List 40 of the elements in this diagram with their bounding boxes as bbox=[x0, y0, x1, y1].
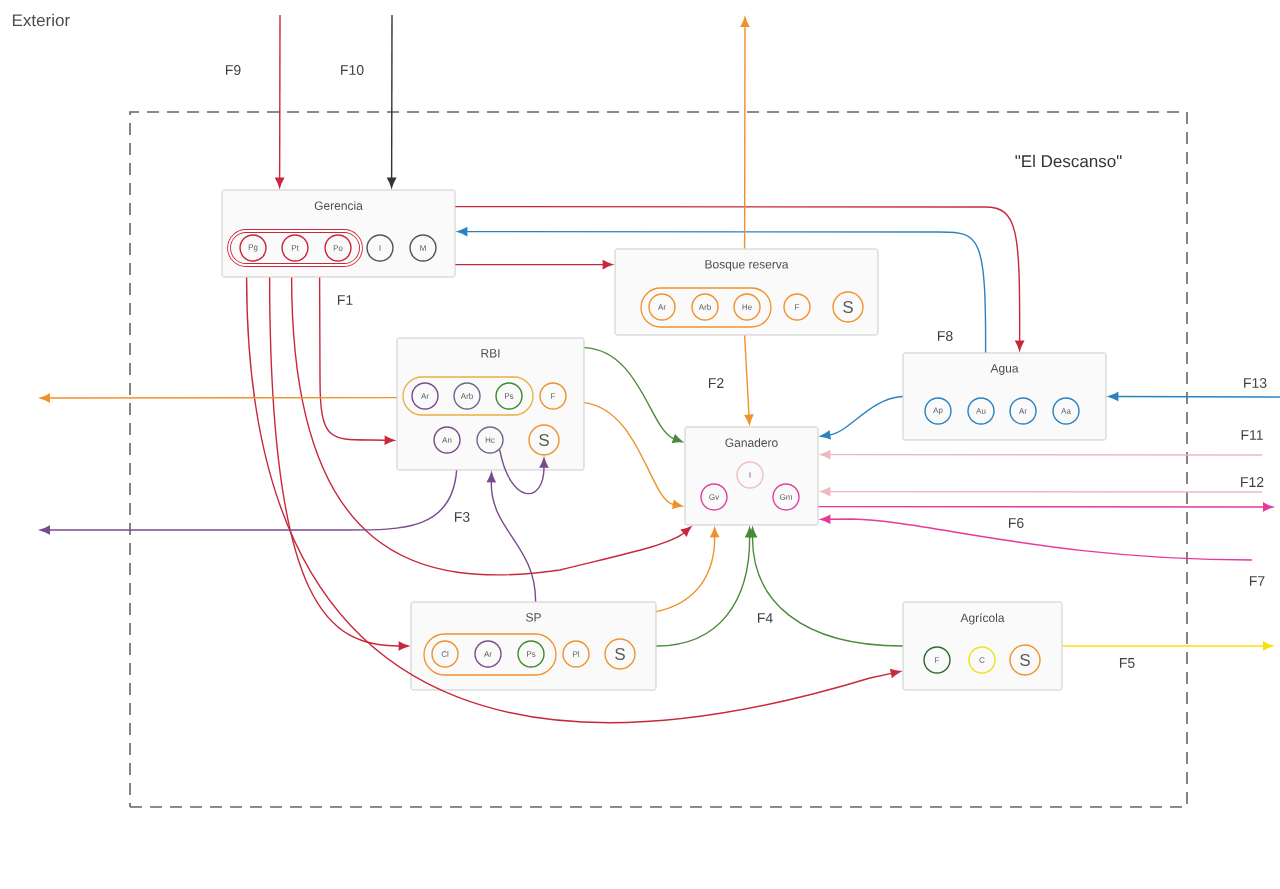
flow-arrow bbox=[245, 276, 901, 723]
flow-arrow bbox=[454, 260, 613, 269]
flow-arrow bbox=[820, 487, 1263, 496]
flow-arrow bbox=[583, 346, 683, 443]
flow-label: F1 bbox=[338, 295, 353, 305]
flow-arrow bbox=[268, 276, 409, 651]
flow-arrow bbox=[655, 527, 720, 613]
flow-arrow bbox=[39, 393, 398, 403]
flow-arrow bbox=[486, 472, 537, 603]
flow-arrow bbox=[499, 449, 549, 495]
flow-arrow bbox=[748, 527, 904, 647]
flow-label: F10 bbox=[341, 65, 364, 75]
flow-label: F7 bbox=[1250, 576, 1265, 586]
flow-label: F3 bbox=[455, 512, 470, 522]
flow-label: F13 bbox=[1244, 378, 1267, 388]
flow-label: F9 bbox=[226, 65, 241, 75]
flow-arrow bbox=[39, 469, 458, 535]
flow-arrow bbox=[457, 227, 987, 354]
flow-label: F11 bbox=[1241, 430, 1263, 440]
flow-arrow bbox=[290, 276, 692, 576]
flow-label: F12 bbox=[1241, 477, 1264, 487]
flow-arrow bbox=[318, 276, 395, 445]
flow-arrow bbox=[583, 401, 683, 509]
flow-arrow bbox=[820, 395, 904, 440]
flow-arrow bbox=[820, 514, 1253, 561]
flow-arrow bbox=[820, 450, 1263, 459]
flow-arrow bbox=[740, 16, 750, 250]
flow-arrow bbox=[743, 334, 754, 425]
flow-label: F4 bbox=[758, 613, 773, 623]
flow-arrow bbox=[1061, 641, 1274, 651]
flow-label: F5 bbox=[1120, 658, 1135, 668]
flow-label: F2 bbox=[709, 378, 724, 388]
flow-arrow bbox=[275, 14, 285, 188]
flow-label: F6 bbox=[1009, 518, 1024, 528]
flow-arrow bbox=[454, 205, 1025, 351]
flow-arrow bbox=[387, 14, 397, 188]
flow-arrow bbox=[1108, 392, 1280, 401]
region-label: Exterior bbox=[12, 13, 70, 27]
flow-arrow bbox=[817, 502, 1274, 512]
flow-label: F8 bbox=[938, 331, 953, 341]
